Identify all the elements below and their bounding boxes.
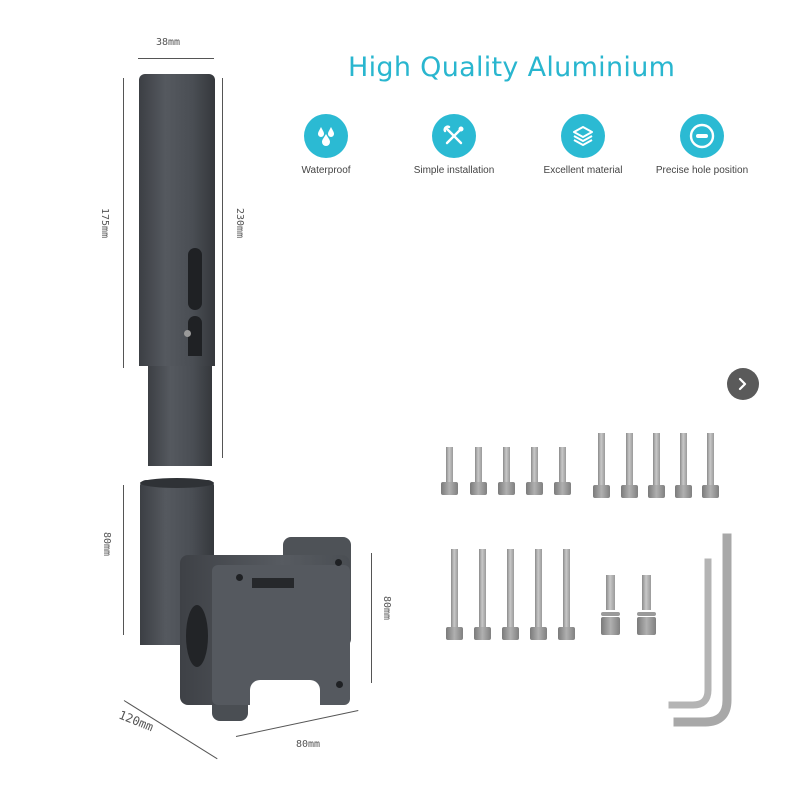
dim-clamp-height: 80mm (381, 596, 392, 621)
dim-line (138, 58, 214, 59)
mount-hole (336, 681, 343, 688)
mount-hole (335, 559, 342, 566)
dim-base-width: 80mm (296, 739, 321, 750)
dim-base-depth: 120mm (116, 707, 156, 735)
wrench-screwdriver-icon (432, 114, 476, 158)
headline: High Quality Aluminium (348, 52, 676, 83)
feature-waterproof: Waterproof (266, 114, 386, 176)
dim-line (123, 485, 124, 635)
clamp-foot-gap (250, 680, 320, 710)
dim-inner-length: 175mm (99, 208, 110, 239)
feature-label: Simple installation (413, 165, 495, 176)
tube-slot (188, 248, 202, 310)
feature-excellent-material: Excellent material (523, 114, 643, 176)
water-drops-icon (304, 114, 348, 158)
clamp-slot (252, 578, 294, 588)
clamp-foot (212, 705, 248, 721)
feature-label: Waterproof (301, 165, 351, 176)
next-image-button[interactable] (727, 368, 759, 400)
dim-line (222, 78, 223, 458)
dim-line (123, 78, 124, 368)
elbow-pipe-opening (140, 478, 214, 488)
dim-diameter: 38mm (156, 37, 181, 48)
feature-simple-installation: Simple installation (394, 114, 514, 176)
mount-hole (236, 574, 243, 581)
feature-label: Precise hole position (655, 165, 749, 176)
clamp-bar-hole (186, 605, 208, 667)
upper-tube (139, 74, 215, 366)
feature-precise-hole-position: Precise hole position (642, 114, 762, 176)
inner-tube (148, 366, 212, 466)
dim-line (371, 553, 372, 683)
dim-line (235, 710, 359, 737)
tube-slot-lower (188, 316, 202, 356)
chevron-right-icon (738, 377, 747, 391)
dim-total-length: 230mm (234, 208, 245, 239)
tube-screw (184, 330, 191, 337)
layers-icon (561, 114, 605, 158)
dim-base-height: 80mm (101, 532, 112, 557)
feature-label: Excellent material (543, 165, 623, 176)
hole-icon (680, 114, 724, 158)
